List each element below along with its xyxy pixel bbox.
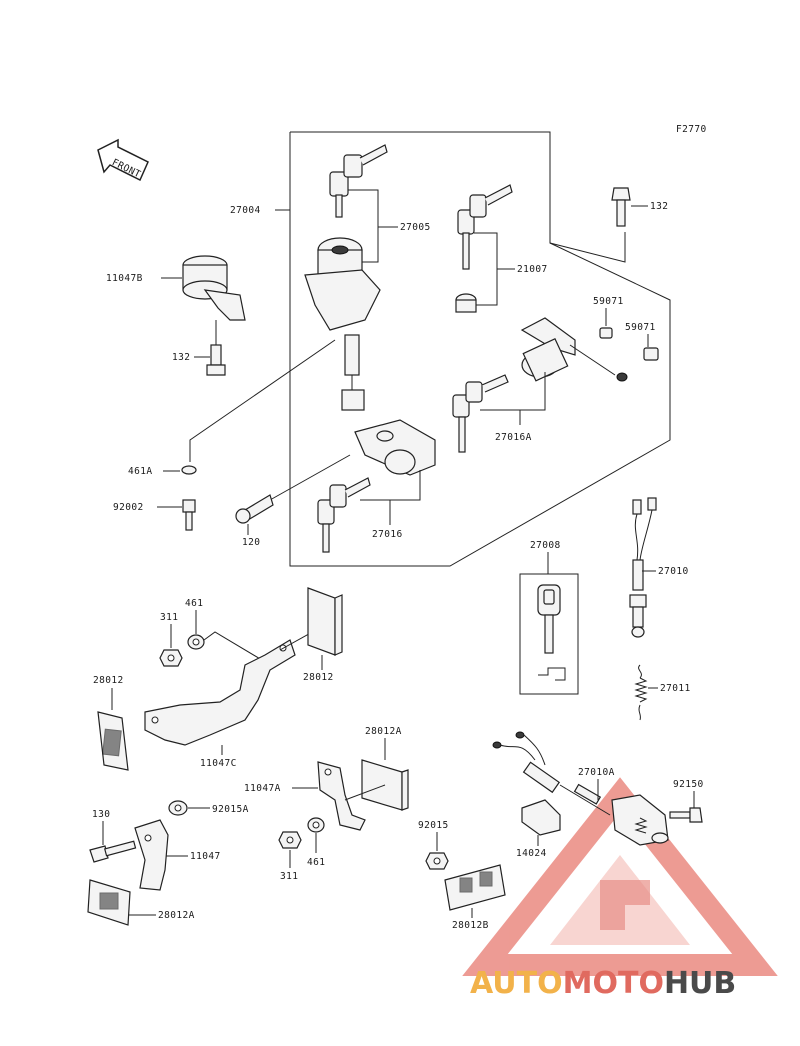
washer-92015A	[168, 800, 188, 816]
callout-label: 59071	[625, 322, 656, 333]
washer-461-b	[307, 817, 325, 833]
grommet-59071a	[599, 327, 613, 339]
callout-label: 11047B	[106, 273, 143, 284]
callout-label: 27008	[530, 540, 561, 551]
callout-label: 27016A	[495, 432, 532, 443]
callout-label: 120	[242, 537, 260, 548]
ignition-switch	[304, 237, 381, 411]
bolt-92002	[182, 499, 196, 531]
front-arrow-icon: FRONT	[97, 138, 149, 182]
callout-label: 28012A	[365, 726, 402, 737]
callout-label: 132	[650, 201, 668, 212]
pad-28012-right	[307, 587, 343, 656]
key-set-27005	[329, 144, 388, 263]
key-set-21007	[455, 184, 513, 313]
diagram-code: F2770	[676, 124, 707, 135]
pad-28012A-bottom	[87, 879, 131, 926]
clamp-11047B	[182, 255, 246, 321]
callout-label: 27010	[658, 566, 689, 577]
callout-label: 14024	[516, 848, 547, 859]
bracket-11047	[134, 819, 169, 891]
pad-28012-left	[97, 711, 129, 771]
screw-92150	[669, 807, 703, 823]
bolt-132-left	[206, 320, 226, 376]
switch-wire-27010A	[492, 731, 669, 846]
callout-label: 132	[172, 352, 190, 363]
clip-14024	[521, 799, 561, 836]
callout-label: 311	[280, 871, 298, 882]
callout-label: 27005	[400, 222, 431, 233]
callout-label: 28012	[303, 672, 334, 683]
nut-311-a	[159, 649, 183, 667]
bolt-130	[89, 840, 137, 863]
callout-label: 59071	[593, 296, 624, 307]
callout-label: 27011	[660, 683, 691, 694]
nut-92015	[425, 852, 449, 870]
bracket-11047C	[144, 624, 326, 746]
nut-311-b	[278, 831, 302, 849]
callout-label: 92015	[418, 820, 449, 831]
callout-label: 461	[185, 598, 203, 609]
washer-461A	[181, 465, 197, 475]
callout-label: 130	[92, 809, 110, 820]
callout-label: 28012A	[158, 910, 195, 921]
callout-label: 461A	[128, 466, 152, 477]
lock-27016A	[452, 317, 628, 453]
callout-label: 27010A	[578, 767, 615, 778]
bolt-132-top	[611, 187, 631, 227]
callout-label: 27016	[372, 529, 403, 540]
callout-label: 461	[307, 857, 325, 868]
callout-label: 27004	[230, 205, 261, 216]
callout-label: 11047C	[200, 758, 237, 769]
callout-label: 92002	[113, 502, 144, 513]
spring-27011	[634, 664, 648, 721]
svg-text:AUTOMOTOHUB: AUTOMOTOHUB	[470, 966, 736, 1001]
screw-120	[235, 454, 351, 524]
callout-label: 11047A	[244, 783, 281, 794]
bracket-11047A	[317, 761, 386, 831]
callout-label: 92015A	[212, 804, 249, 815]
pad-28012A-top	[361, 759, 409, 811]
pad-28012B	[444, 864, 506, 911]
callout-label: 28012B	[452, 920, 489, 931]
callout-label: 11047	[190, 851, 221, 862]
lock-27016	[317, 419, 436, 553]
assembly-outline	[289, 131, 671, 567]
switch-wire-27010	[629, 497, 657, 638]
callout-label: 21007	[517, 264, 548, 275]
watermark-logo	[462, 777, 778, 976]
callout-label: 92150	[673, 779, 704, 790]
callout-label: 28012	[93, 675, 124, 686]
key-card-27008	[519, 573, 579, 695]
callout-label: 311	[160, 612, 178, 623]
watermark-text: AUTOMOTOHUB	[470, 966, 736, 1001]
washer-461-a	[187, 634, 205, 650]
grommet-59071b	[643, 347, 659, 361]
